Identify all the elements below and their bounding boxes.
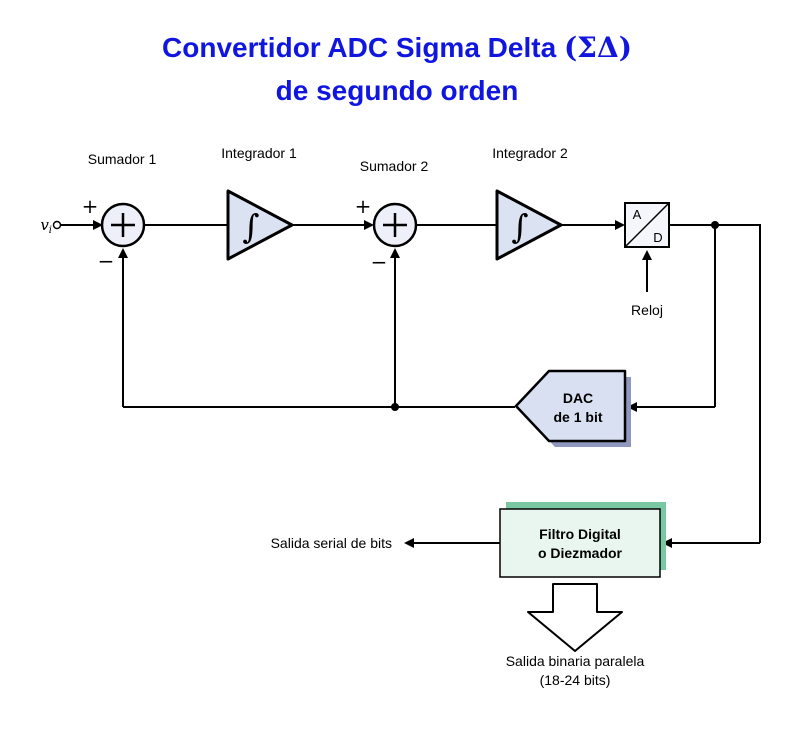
integrator-1-integral-symbol: ∫ [242, 207, 259, 246]
label-integrador-2: Integrador 2 [492, 145, 568, 161]
sum1-minus-sign: − [98, 249, 115, 273]
input-v: v [40, 216, 49, 234]
input-label: vi [40, 216, 52, 236]
arrowheads [93, 220, 672, 548]
junction-dot-feedback [391, 403, 399, 411]
integrator-2-integral-symbol: ∫ [511, 207, 528, 246]
parallel-output-arrow [527, 583, 623, 652]
arrowhead-minus-sum1 [118, 248, 128, 258]
sum2-minus-sign: − [371, 250, 388, 274]
integrator-1-triangle [226, 189, 294, 261]
arrowhead-into-sum2 [364, 220, 374, 230]
integrator-2-triangle [495, 189, 563, 261]
sum1-plus-sign: + [82, 194, 99, 218]
title-line-1: Convertidor ADC Sigma Delta (ΣΔ) [0, 26, 794, 69]
label-salida-paralela-2: (18-24 bits) [540, 672, 611, 688]
arrowhead-into-ad [615, 220, 625, 230]
arrowhead-serial-out [404, 538, 414, 548]
arrowhead-minus-sum2 [390, 248, 400, 258]
dac-block [514, 369, 627, 443]
title-math-sigma-delta: (ΣΔ) [563, 31, 632, 64]
label-reloj: Reloj [631, 302, 663, 318]
filter-label-line2: o Diezmador [538, 545, 623, 561]
input-v-subscript: i [49, 225, 52, 236]
label-integrador-1: Integrador 1 [221, 145, 297, 161]
filter-block [499, 508, 661, 578]
junction-dot-output [711, 221, 719, 229]
ad-label-a: A [633, 207, 642, 222]
label-sumador-1: Sumador 1 [88, 151, 157, 167]
label-salida-serial: Salida serial de bits [271, 535, 392, 551]
wires [60, 224, 761, 544]
ad-converter-diagonal [624, 202, 670, 248]
diagram-title: Convertidor ADC Sigma Delta (ΣΔ) de segu… [0, 26, 794, 112]
ad-label-d: D [653, 230, 662, 245]
input-terminal [52, 220, 62, 230]
label-sumador-2: Sumador 2 [360, 158, 429, 174]
label-salida-paralela-1: Salida binaria paralela [506, 653, 645, 669]
arrowhead-into-dac [627, 402, 637, 412]
sum2-plus-sign: + [355, 194, 372, 218]
dac-label-line1: DAC [563, 390, 593, 406]
filter-label-line1: Filtro Digital [539, 526, 621, 542]
arrowhead-reloj-up [642, 250, 652, 260]
title-line-2: de segundo orden [275, 75, 519, 106]
dac-label-line2: de 1 bit [553, 409, 602, 425]
arrowhead-into-filter [662, 538, 672, 548]
arrowhead-into-sum1 [93, 220, 103, 230]
title-text: Convertidor ADC Sigma Delta [162, 32, 564, 63]
